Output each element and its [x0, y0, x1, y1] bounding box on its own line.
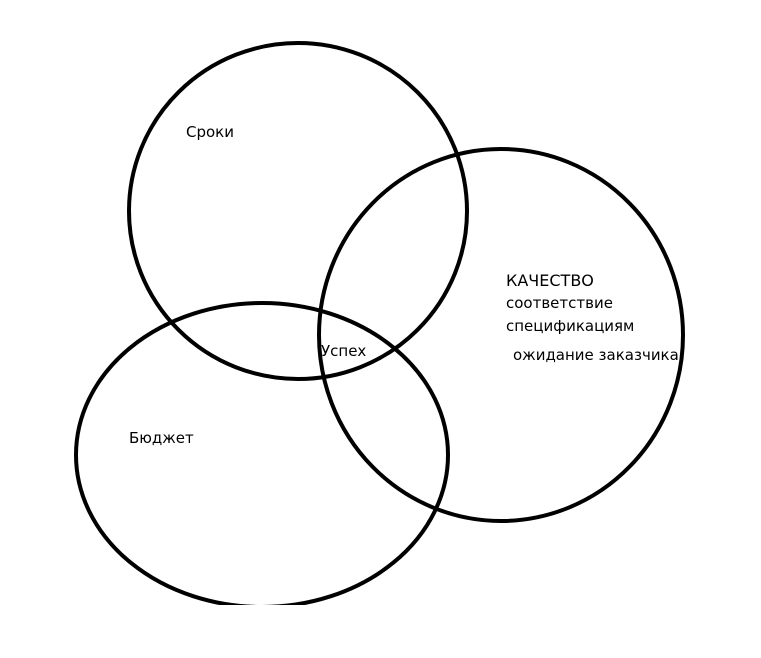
label-quality-title: КАЧЕСТВО [506, 271, 594, 290]
circle-budget [74, 301, 450, 609]
bottom-crop-mask [0, 605, 761, 658]
label-deadlines: Сроки [186, 123, 234, 141]
label-budget: Бюджет [129, 429, 194, 447]
circle-quality [317, 147, 685, 523]
label-quality-line-specifications: спецификациям [506, 317, 635, 335]
label-quality-line-customer-expectation: ожидание заказчика [513, 346, 679, 364]
label-success: Успех [321, 342, 367, 360]
label-quality-line-conformance: соответствие [506, 294, 613, 312]
circle-deadlines [127, 41, 469, 381]
